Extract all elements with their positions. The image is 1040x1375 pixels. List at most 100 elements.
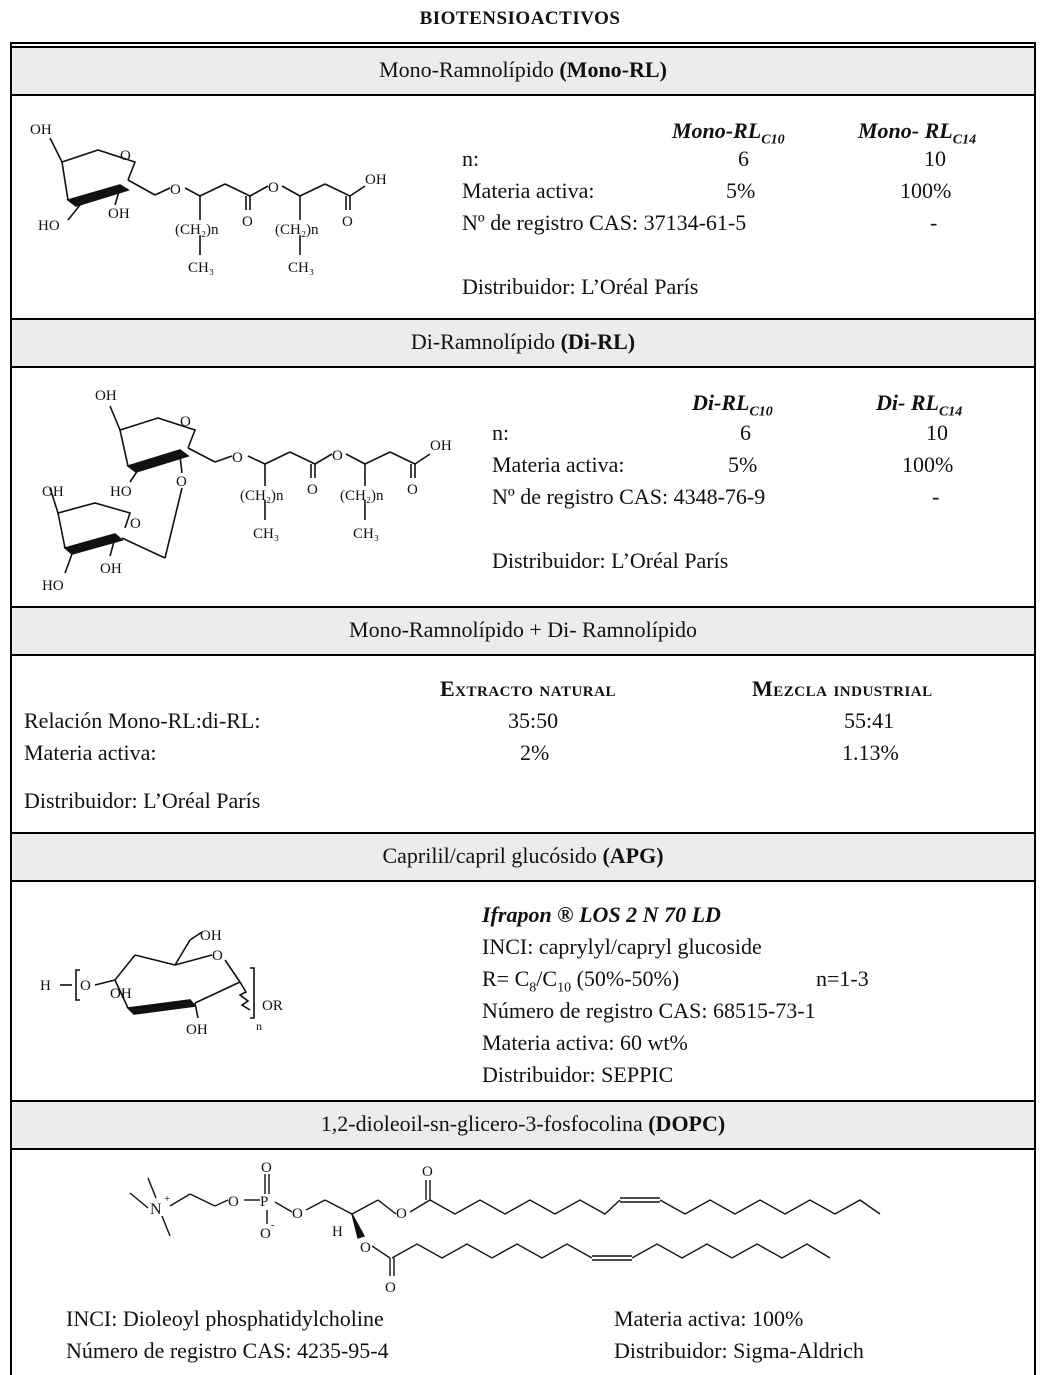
r-composition: R= C8/C10 (50%-50%) (482, 966, 680, 996)
atom-label: (CH₂)n (275, 222, 319, 238)
n-label: n: (492, 420, 510, 445)
distributor: Distribuidor: Sigma-Aldrich (614, 1338, 864, 1363)
header-abbr: (APG) (602, 843, 664, 868)
atom-label: OH (365, 172, 387, 188)
atom-label: O (242, 214, 253, 230)
atom-label: + (164, 1193, 170, 1205)
atom-label: O (176, 474, 187, 490)
distributor: Distribuidor: L’Oréal París (492, 548, 729, 573)
atom-label: - (271, 1219, 275, 1231)
atom-label: O (360, 1240, 371, 1256)
atom-label: O (332, 448, 343, 464)
section-header-di-rl: Di-Ramnolípido (Di-RL) (10, 318, 1036, 368)
active-matter-c10: 5% (728, 452, 758, 477)
atom-label: O (260, 1226, 271, 1242)
atom-label: CH₃ (253, 526, 279, 542)
atom-label: (CH₂)n (175, 222, 219, 238)
atom-label: OH (100, 561, 122, 577)
header-abbr: (Di-RL) (560, 329, 636, 354)
header-abbr: (Mono-RL) (559, 57, 667, 82)
atom-label: O (130, 516, 141, 532)
active-matter-c14: 100% (902, 452, 954, 477)
atom-label: (CH₂)n (240, 488, 284, 504)
cas-number: Número de registro CAS: 4235-95-4 (66, 1338, 389, 1363)
product-name: Ifrapon ® LOS 2 N 70 LD (482, 902, 721, 927)
atom-label: n (256, 1019, 262, 1033)
mono-rl-c14-header: Mono- RLC14 (858, 118, 977, 148)
natural-extract-header: Extracto natural (440, 676, 616, 701)
section-header-dopc: 1,2-dioleoil-sn-glicero-3-fosfocolina (D… (10, 1100, 1036, 1150)
header-name: Mono-Ramnolípido (379, 57, 554, 82)
apg-structure: H O OH O OH OH n OR (40, 928, 283, 1038)
atom-label: O (268, 180, 279, 196)
atom-label: OH (30, 122, 52, 138)
active-matter: Materia activa: 60 wt% (482, 1030, 688, 1055)
atom-label: O (180, 414, 191, 430)
active-matter: Materia activa: 100% (614, 1306, 804, 1331)
dopc-structure: N + O O P O - O H O O O O (129, 1160, 881, 1296)
atom-label: OH (108, 206, 130, 222)
n-label: n: (462, 146, 480, 171)
atom-label: O (261, 1160, 272, 1176)
atom-label: (CH₂)n (340, 488, 384, 504)
atom-label: O (422, 1164, 433, 1180)
atom-label: OH (200, 928, 222, 944)
atom-label: OH (42, 484, 64, 500)
industrial-mix-header: Mezcla industrial (752, 676, 933, 701)
active-matter-label: Materia activa: (462, 178, 595, 203)
cas-c14: - (930, 210, 938, 235)
n-range: n=1-3 (816, 966, 869, 991)
cas-number: Número de registro CAS: 68515-73-1 (482, 998, 816, 1023)
distributor: Distribuidor: L’Oréal París (462, 274, 699, 299)
section-header-apg: Caprilil/capril glucósido (APG) (10, 832, 1036, 882)
distributor: Distribuidor: SEPPIC (482, 1062, 674, 1087)
atom-label: O (212, 948, 223, 964)
atom-label: O (396, 1206, 407, 1222)
section-header-mono-rl: Mono-Ramnolípido (Mono-RL) (10, 46, 1036, 96)
atom-label: CH₃ (188, 260, 214, 276)
atom-label: O (292, 1206, 303, 1222)
inci: INCI: caprylyl/capryl glucoside (482, 934, 762, 959)
di-rl-c10-header: Di-RLC10 (692, 390, 773, 420)
n-c10-value: 6 (740, 420, 751, 445)
ratio-industrial: 55:41 (844, 708, 895, 733)
header-name: Caprilil/capril glucósido (382, 843, 597, 868)
atom-label: HO (110, 484, 132, 500)
di-rl-c14-header: Di- RLC14 (876, 390, 963, 420)
atom-label: CH₃ (353, 526, 379, 542)
atom-label: O (342, 214, 353, 230)
atom-label: O (307, 482, 318, 498)
atom-label: H (40, 978, 51, 994)
atom-label: N (150, 1201, 162, 1218)
cas-number: Nº de registro CAS: 37134-61-5 (462, 210, 747, 235)
active-matter-label: Materia activa: (492, 452, 625, 477)
di-rl-structure: OH O HO O OH O HO OH O O OH O O (CH₂)n (… (42, 388, 452, 594)
n-c14-value: 10 (926, 420, 948, 445)
active-matter-c14: 100% (900, 178, 952, 203)
n-c14-value: 10 (924, 146, 946, 171)
distributor: Distribuidor: L’Oréal París (24, 788, 261, 813)
mono-rl-c10-header: Mono-RLC10 (672, 118, 785, 148)
atom-label: P (260, 1194, 268, 1210)
table-frame (10, 42, 1036, 1375)
atom-label: OH (186, 1022, 208, 1038)
header-name: Di-Ramnolípido (410, 329, 556, 354)
atom-label: O (232, 450, 243, 466)
atom-label: HO (42, 578, 64, 594)
atom-label: H (332, 1224, 343, 1240)
section-header-mix: Mono-Ramnolípido + Di- Ramnolípido (10, 606, 1036, 656)
cas-c14: - (932, 484, 940, 509)
ratio-label: Relación Mono-RL:di-RL: (24, 708, 261, 733)
active-matter-natural: 2% (520, 740, 550, 765)
atom-label: O (385, 1280, 396, 1296)
atom-label: O (170, 182, 181, 198)
active-matter-industrial: 1.13% (842, 740, 899, 765)
cas-number: Nº de registro CAS: 4348-76-9 (492, 484, 766, 509)
atom-label: CH₃ (288, 260, 314, 276)
atom-label: O (407, 482, 418, 498)
atom-label: HO (38, 218, 60, 234)
atom-label: O (80, 978, 91, 994)
active-matter-c10: 5% (726, 178, 756, 203)
page-title: BIOTENSIOACTIVOS (419, 8, 621, 29)
n-c10-value: 6 (738, 146, 749, 171)
